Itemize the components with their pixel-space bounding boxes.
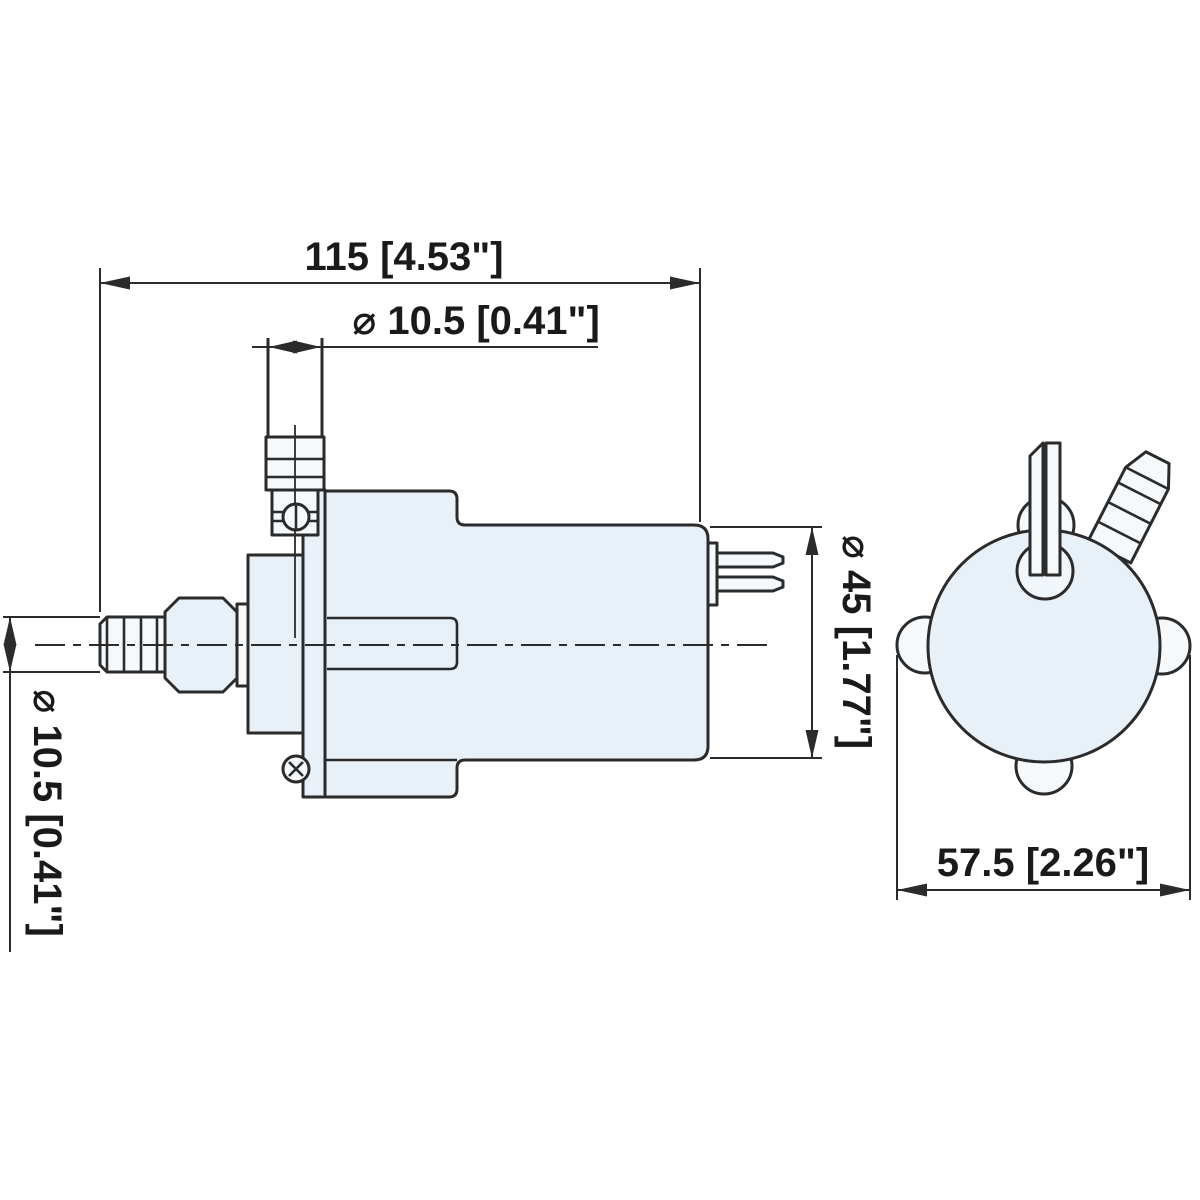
dimension-overall-width: 57.5 [2.26"]: [896, 655, 1191, 900]
dimension-inlet-diameter: ⌀ 10.5 [0.41"]: [3, 616, 100, 952]
terminal-bracket: [706, 541, 719, 607]
dimension-body-diameter: ⌀ 45 [1.77"]: [710, 526, 878, 759]
arrowhead: [805, 527, 819, 555]
dim-overall-length-label: 115 [4.53"]: [304, 235, 503, 279]
dim-inlet-diameter-label: ⌀ 10.5 [0.41"]: [25, 689, 69, 937]
arrowhead: [3, 617, 17, 645]
pump-casing-and-motor-body: [323, 489, 710, 799]
dim-body-diameter-label: ⌀ 45 [1.77"]: [834, 535, 878, 749]
flange-screw-top: [281, 502, 311, 532]
flange-screw-bottom: [281, 754, 311, 784]
end-view-terminal-wires: [1028, 441, 1062, 577]
end-view-wire-left: [1028, 441, 1045, 577]
shaft-boss-outline: [327, 616, 459, 671]
dimensions: 115 [4.53"] ⌀ 10.5 [0.41"] ⌀ 10.5 [0.41"…: [3, 235, 1191, 952]
outlet-barb: [264, 338, 326, 638]
arrowhead: [3, 644, 17, 672]
end-view-wire-right: [1044, 441, 1062, 577]
arrowhead: [897, 883, 927, 897]
terminal-wire-bottom: [715, 575, 785, 593]
arrowhead: [100, 276, 130, 290]
end-view-barb-tip-cap: [1145, 450, 1170, 465]
arrowhead: [1160, 883, 1190, 897]
end-view-barb-rib: [1107, 500, 1152, 525]
end-view-barb-rib: [1125, 466, 1170, 491]
end-view-barb-rib: [1097, 520, 1142, 545]
dimension-outlet-diameter: ⌀ 10.5 [0.41"]: [252, 299, 600, 354]
screw-slot: [288, 761, 304, 777]
dim-overall-width-label: 57.5 [2.26"]: [937, 841, 1149, 885]
arrowhead: [293, 340, 321, 354]
arrowhead: [805, 730, 819, 758]
arrowhead: [670, 276, 700, 290]
end-view-barb-rib: [1117, 481, 1162, 506]
terminal-wire-top: [715, 551, 785, 569]
dimension-overall-length: 115 [4.53"]: [99, 235, 701, 612]
dim-outlet-diameter-label: ⌀ 10.5 [0.41"]: [352, 299, 600, 343]
end-view: [895, 441, 1192, 796]
arrowhead: [269, 340, 297, 354]
terminal-wires: [706, 541, 785, 607]
side-view: [35, 338, 785, 799]
